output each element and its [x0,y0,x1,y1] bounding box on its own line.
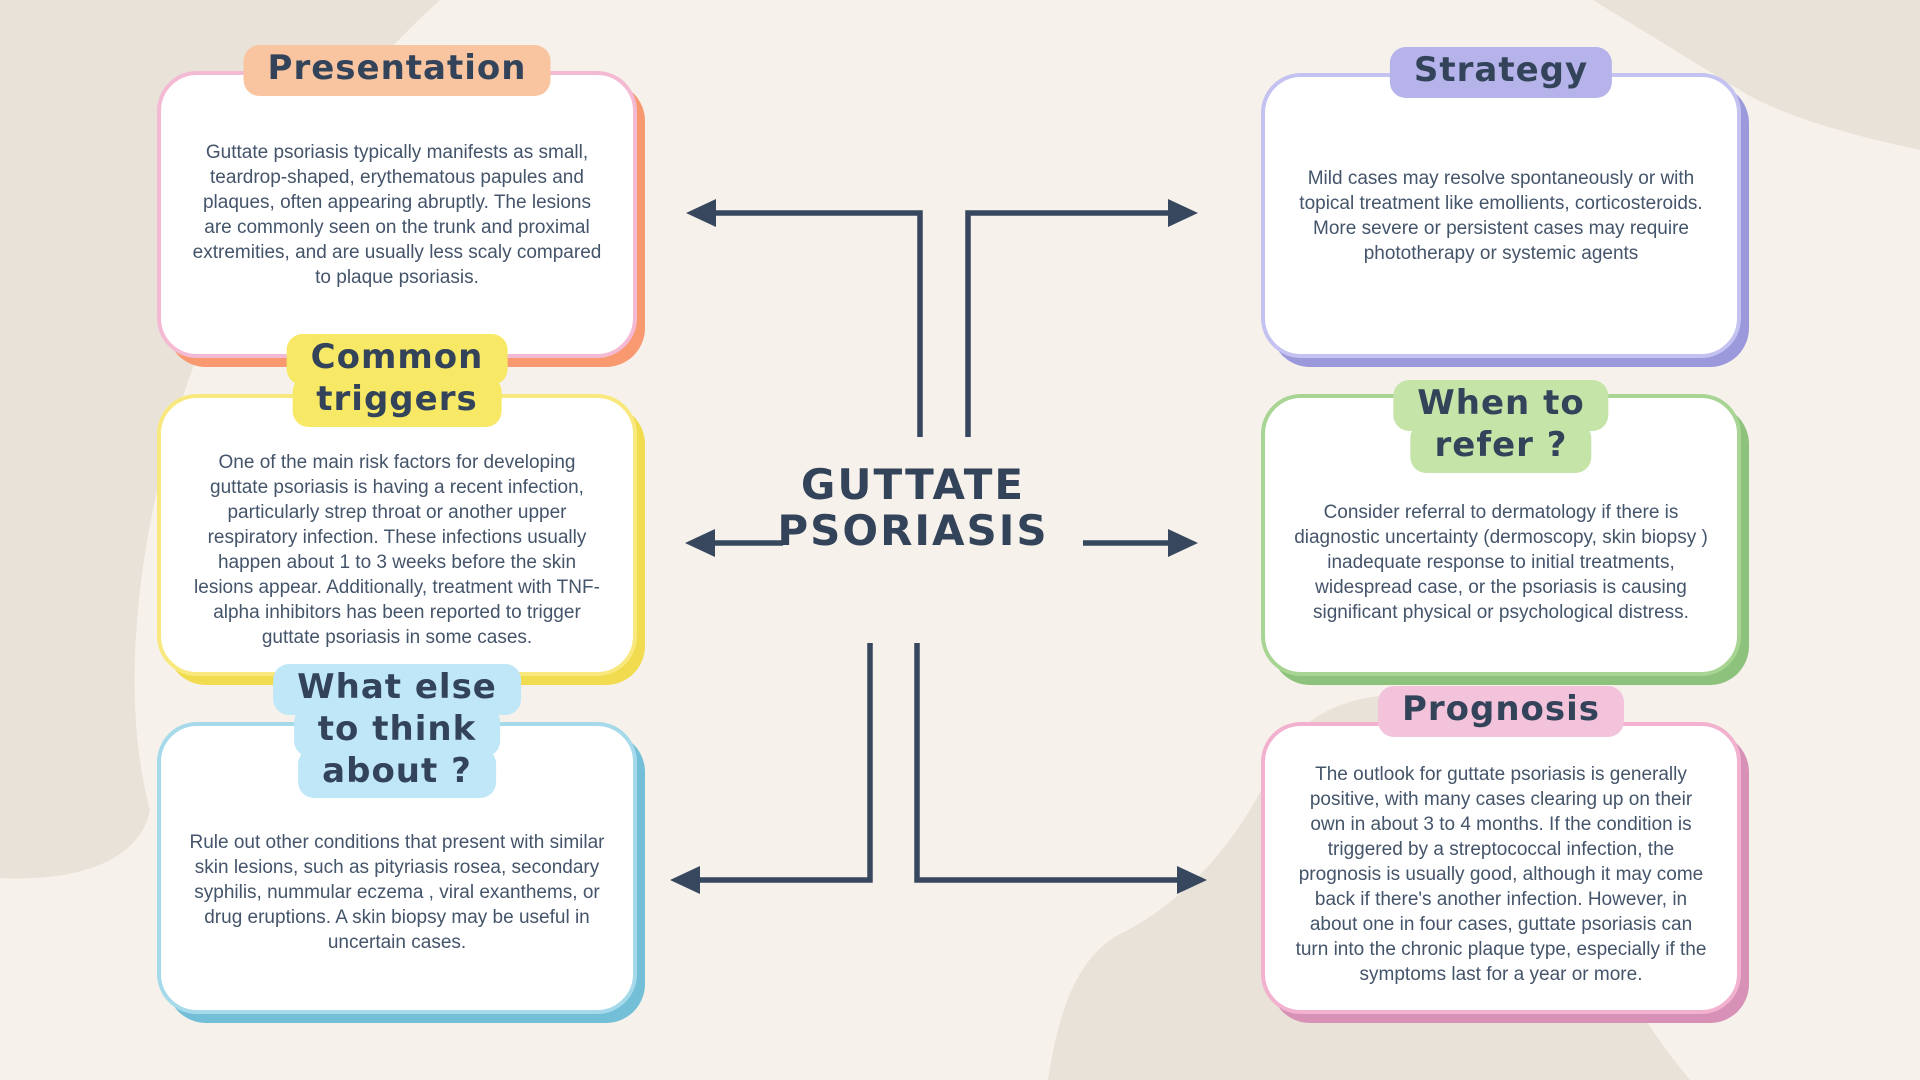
connector-bottom-left [698,643,873,883]
arrowhead-top-left-icon [686,199,716,227]
card-prognosis-body: The outlook for guttate psoriasis is gen… [1295,763,1707,985]
card-prognosis-badge: Prognosis [1377,686,1625,737]
arrowhead-mid-right-icon [1168,529,1198,557]
arrowhead-top-right-icon [1168,199,1198,227]
central-topic-title: GUTTATE PSORIASIS [777,460,1049,556]
connector-top-right [965,210,1170,437]
card-prognosis: Prognosis The outlook for guttate psoria… [1261,686,1741,1014]
card-strategy-body: Mild cases may resolve spontaneously or … [1299,167,1703,264]
card-presentation-badge: Presentation [243,45,551,96]
arrowhead-bottom-right-icon [1177,866,1207,894]
card-common-triggers-body: One of the main risk factors for develop… [194,452,600,648]
connector-bottom-right [914,643,1179,883]
arrowhead-bottom-left-icon [670,866,700,894]
card-presentation-body: Guttate psoriasis typically manifests as… [192,141,602,288]
card-strategy-badge: Strategy [1389,47,1613,98]
card-what-else-body: Rule out other conditions that present w… [189,831,605,953]
card-strategy: Strategy Mild cases may resolve spontane… [1261,47,1741,358]
card-presentation: Presentation Guttate psoriasis typically… [157,45,637,358]
card-when-to-refer-body: Consider referral to dermatology if ther… [1294,502,1708,623]
connector-top-left [714,210,923,437]
blob-top-left [0,0,440,879]
arrowhead-mid-left-icon [685,529,715,557]
blob-top-right [1593,0,1920,150]
